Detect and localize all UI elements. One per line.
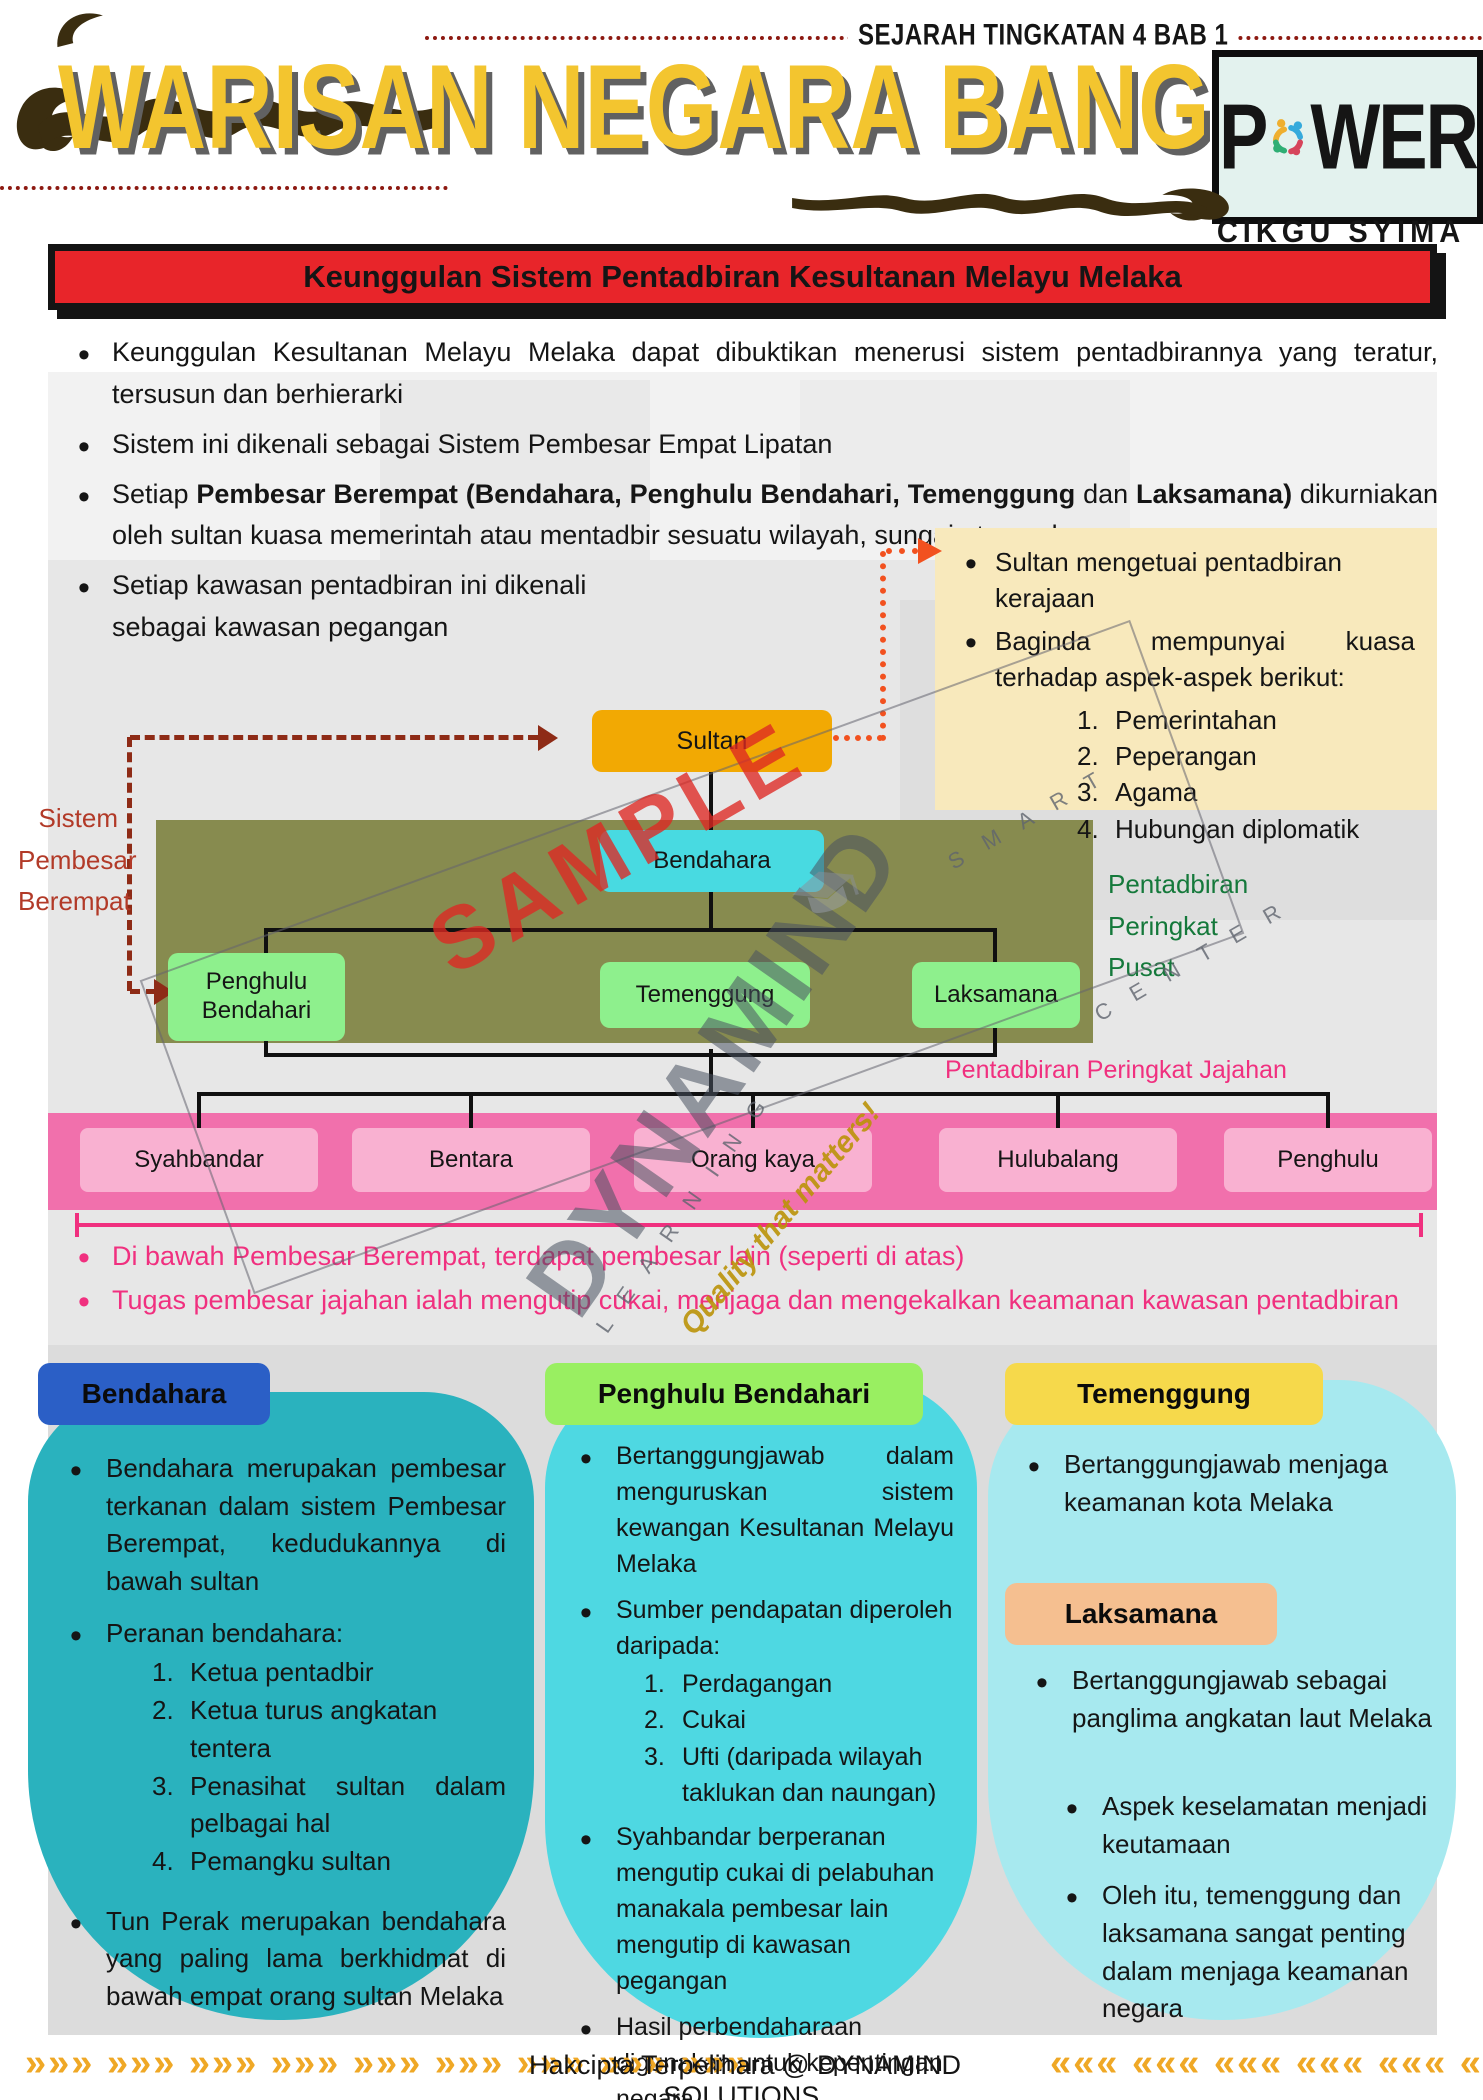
dotted-connector [886, 548, 918, 554]
section-banner: Keunggulan Sistem Pentadbiran Kesultanan… [48, 244, 1437, 310]
people-circle-icon [1273, 119, 1304, 156]
officer-box-orang-kaya: Orang kaya [634, 1128, 872, 1192]
officer-box-syahbandar: Syahbandar [80, 1128, 318, 1192]
connector-line [709, 772, 713, 830]
node-temenggung: Temenggung [600, 962, 810, 1028]
column-bullet: Bertanggungjawab dalam menguruskan siste… [572, 1435, 954, 1582]
pusat-label: Pentadbiran Peringkat Pusat [1108, 869, 1249, 983]
laksamana-body: Bertanggungjawab sebagai panglima angkat… [1028, 1659, 1440, 1751]
note-bullet: Tugas pembesar jajahan ialah mengutip cu… [70, 1279, 1430, 1326]
temenggung-chip: Temenggung [1005, 1363, 1323, 1425]
section-banner-title: Keunggulan Sistem Pentadbiran Kesultanan… [303, 259, 1182, 294]
connector-line [1326, 1092, 1330, 1130]
footer-ornament-right: ««« ««« ««« ««« ««« ««« ««« ««« ««« [1050, 2042, 1483, 2084]
list-item: Perdagangan [644, 1666, 833, 1703]
intro-bullet: Setiap kawasan pentadbiran ini dikenali … [70, 562, 672, 649]
dotted-divider [0, 186, 448, 190]
list-item: Peperangan [1077, 738, 1257, 775]
list-item: Agama [1077, 774, 1198, 811]
list-item: Penasihat sultan dalam pelbagai hal [152, 1768, 506, 1839]
chip-label: Bendahara [81, 1378, 227, 1409]
dotted-connector [833, 735, 883, 741]
measure-line [75, 1223, 1423, 1227]
note-bullet: Di bawah Pembesar Berempat, terdapat pem… [70, 1235, 1430, 1282]
column-bullet: Bertanggungjawab menjaga keamanan kota M… [1020, 1443, 1438, 1521]
laksamana-notes: Aspek keselamatan menjadi keutamaan Oleh… [1058, 1785, 1446, 2042]
chip-label: Laksamana [1064, 1598, 1218, 1629]
bendahara-roles-list: Ketua pentadbir Ketua turus angkatan ten… [110, 1654, 506, 1880]
measure-tick [75, 1213, 79, 1237]
keris-icon [16, 13, 440, 152]
column-bullet: Hasil perbendaharaan digunakan untuk kep… [572, 2006, 954, 2100]
column-bullet: Sumber pendapatan diperoleh daripada: [572, 1589, 954, 1664]
system-label: Sistem Pembesar Berempat [18, 803, 137, 917]
connector-line [709, 1049, 713, 1092]
bendahara-body: Bendahara merupakan pembesar terkanan da… [62, 1447, 506, 2030]
node-laksamana: Laksamana [912, 962, 1080, 1028]
column-bullet: Peranan bendahara: [62, 1612, 506, 1661]
intro-bullet: Setiap Pembesar Berempat (Bendahara, Pen… [70, 471, 1438, 558]
measure-tick [1419, 1213, 1423, 1237]
dotted-connector [880, 551, 886, 741]
list-item: Hubungan diplomatik [1077, 811, 1360, 848]
list-item: Pemangku sultan [152, 1843, 391, 1880]
officer-box-hulubalang: Hulubalang [939, 1128, 1177, 1192]
keris-icon [792, 188, 1229, 221]
dashed-arrow-icon [538, 725, 558, 751]
list-item: Ketua pentadbir [152, 1654, 374, 1691]
connector-line [1056, 1092, 1060, 1130]
column-bullet: Aspek keselamatan menjadi keutamaan [1058, 1785, 1446, 1863]
list-item: Ketua turus angkatan tentera [152, 1692, 438, 1763]
officer-box-penghulu: Penghulu [1224, 1128, 1432, 1192]
dotted-arrow-icon [918, 538, 942, 564]
dashed-connector [130, 989, 156, 994]
intro-bullets: Keunggulan Kesultanan Melayu Melaka dapa… [70, 329, 1438, 657]
column-bullet: Oleh itu, temenggung dan laksamana sanga… [1058, 1874, 1446, 2028]
list-item: Cukai [644, 1702, 746, 1739]
list-item: Ufti (daripada wilayah taklukan dan naun… [644, 1739, 937, 1807]
logo-letter-p: P [1219, 84, 1268, 189]
column-bullet: Bertanggungjawab sebagai panglima angkat… [1028, 1659, 1440, 1737]
subject-label: SEJARAH TINGKATAN 4 BAB 1 [848, 18, 1239, 53]
logo-subtitle: CIKGU SYIMA [1216, 214, 1466, 250]
connector-line [469, 1092, 473, 1130]
info-bullet: Baginda mempunyai kuasa terhadap aspek-a… [957, 620, 1415, 696]
page-title: WARISAN NEGARA BANGSA [58, 41, 1338, 175]
connector-line [199, 1092, 1330, 1096]
list-item: Pemerintahan [1077, 702, 1277, 739]
column-bullet: Bendahara merupakan pembesar terkanan da… [62, 1447, 506, 1601]
chip-label: Penghulu Bendahari [597, 1378, 871, 1409]
intro-bullet: Sistem ini dikenali sebagai Sistem Pembe… [70, 421, 1438, 473]
income-sources-list: Perdagangan Cukai Ufti (daripada wilayah… [602, 1666, 954, 1811]
column-bullet: Syahbandar berperanan mengutip cukai di … [572, 1816, 954, 1999]
power-logo: P WER [1212, 50, 1483, 224]
jajahan-notes: Di bawah Pembesar Berempat, terdapat pem… [70, 1235, 1430, 1326]
penghulu-bendahari-chip: Penghulu Bendahari [545, 1363, 923, 1425]
logo-letter-wer: WER [1310, 84, 1479, 189]
connector-line [197, 1092, 201, 1130]
column-bullet: Tun Perak merupakan bendahara yang palin… [62, 1900, 506, 2016]
node-penghulu-bendahari: Penghulu Bendahari [168, 953, 345, 1041]
dashed-connector [127, 737, 132, 991]
bendahara-chip: Bendahara [38, 1363, 270, 1425]
intro-bullet: Keunggulan Kesultanan Melayu Melaka dapa… [70, 329, 1438, 416]
connector-line [709, 892, 713, 930]
sultan-powers-list: Pemerintahan Peperangan Agama Hubungan d… [1035, 702, 1415, 848]
connector-line [751, 1092, 755, 1130]
chip-label: Temenggung [1077, 1378, 1251, 1409]
node-bendahara: Bendahara [600, 830, 824, 892]
temenggung-body: Bertanggungjawab menjaga keamanan kota M… [1020, 1443, 1438, 1535]
footer-ornament-left: »»» »»» »»» »»» »»» »»» »»» »»» »»» [25, 2042, 751, 2084]
sultan-info-box: Sultan mengetuai pentadbiran kerajaan Ba… [935, 528, 1437, 848]
laksamana-chip: Laksamana [1005, 1583, 1277, 1645]
footer-copyright: Hakcipta Terpelihara @ DYNAMIND SOLUTION… [528, 2050, 962, 2100]
jajahan-label: Pentadbiran Peringkat Jajahan [945, 1056, 1287, 1084]
info-bullet: Sultan mengetuai pentadbiran kerajaan [957, 541, 1415, 617]
node-sultan: Sultan [592, 710, 832, 772]
dashed-connector [130, 735, 538, 740]
officer-box-bentara: Bentara [352, 1128, 590, 1192]
penghulu-bendahari-body: Bertanggungjawab dalam menguruskan siste… [572, 1435, 954, 2100]
